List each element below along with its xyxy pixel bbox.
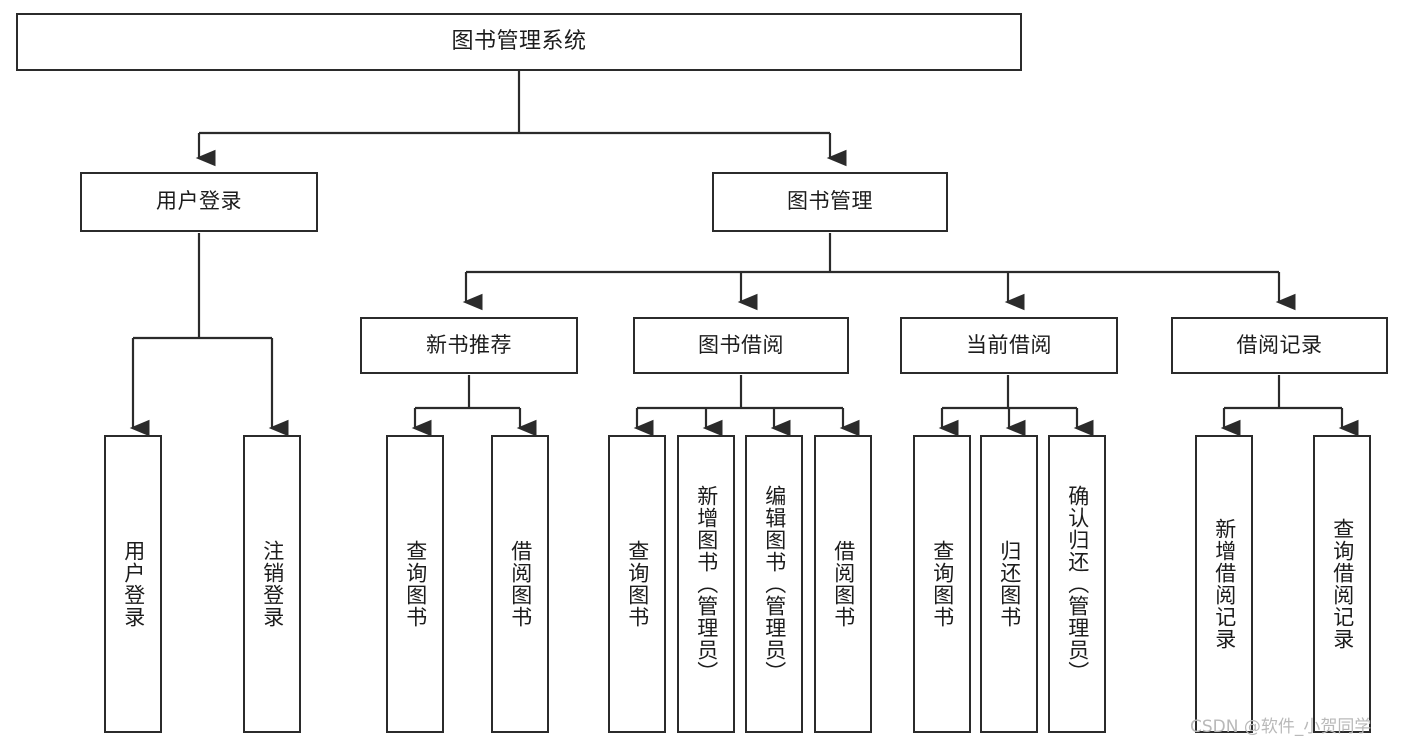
node-label: 用户登录: [121, 540, 146, 628]
leaf-edit-book-admin[interactable]: 编辑图书（管理员）: [745, 435, 803, 733]
node-book-management[interactable]: 图书管理: [712, 172, 948, 232]
node-label: 图书管理系统: [451, 28, 587, 54]
leaf-borrow-book-recommend[interactable]: 借阅图书: [491, 435, 549, 733]
node-label: 图书借阅: [698, 332, 784, 357]
node-label: 借阅图书: [831, 540, 856, 628]
node-label: 查询借阅记录: [1330, 518, 1355, 650]
node-root-system[interactable]: 图书管理系统: [16, 13, 1022, 71]
node-book-borrow[interactable]: 图书借阅: [633, 317, 849, 374]
node-user-login[interactable]: 用户登录: [80, 172, 318, 232]
node-label: 归还图书: [997, 540, 1022, 628]
node-label: 确认归还（管理员）: [1065, 485, 1090, 683]
node-label: 查询图书: [930, 540, 955, 628]
leaf-confirm-return-admin[interactable]: 确认归还（管理员）: [1048, 435, 1106, 733]
node-label: 编辑图书（管理员）: [762, 485, 787, 683]
node-label: 查询图书: [625, 540, 650, 628]
node-label: 借阅记录: [1236, 332, 1323, 357]
leaf-query-book-borrow[interactable]: 查询图书: [608, 435, 666, 733]
node-label: 用户登录: [156, 189, 242, 214]
leaf-query-book-recommend[interactable]: 查询图书: [386, 435, 444, 733]
node-label: 注销登录: [260, 540, 285, 628]
node-label: 当前借阅: [966, 332, 1052, 357]
leaf-return-book[interactable]: 归还图书: [980, 435, 1038, 733]
leaf-query-book-current[interactable]: 查询图书: [913, 435, 971, 733]
node-label: 图书管理: [787, 189, 873, 214]
node-label: 借阅图书: [508, 540, 533, 628]
node-label: 新增图书（管理员）: [694, 485, 719, 683]
leaf-add-borrow-record[interactable]: 新增借阅记录: [1195, 435, 1253, 733]
leaf-add-book-admin[interactable]: 新增图书（管理员）: [677, 435, 735, 733]
node-new-book-recommend[interactable]: 新书推荐: [360, 317, 578, 374]
watermark: CSDN @软件_小贺同学: [1190, 717, 1372, 737]
node-label: 新书推荐: [426, 332, 512, 357]
leaf-query-borrow-record[interactable]: 查询借阅记录: [1313, 435, 1371, 733]
leaf-logout[interactable]: 注销登录: [243, 435, 301, 733]
node-borrow-records[interactable]: 借阅记录: [1171, 317, 1388, 374]
node-label: 新增借阅记录: [1212, 518, 1237, 650]
leaf-borrow-book[interactable]: 借阅图书: [814, 435, 872, 733]
node-label: 查询图书: [403, 540, 428, 628]
node-current-borrow[interactable]: 当前借阅: [900, 317, 1118, 374]
leaf-user-login[interactable]: 用户登录: [104, 435, 162, 733]
